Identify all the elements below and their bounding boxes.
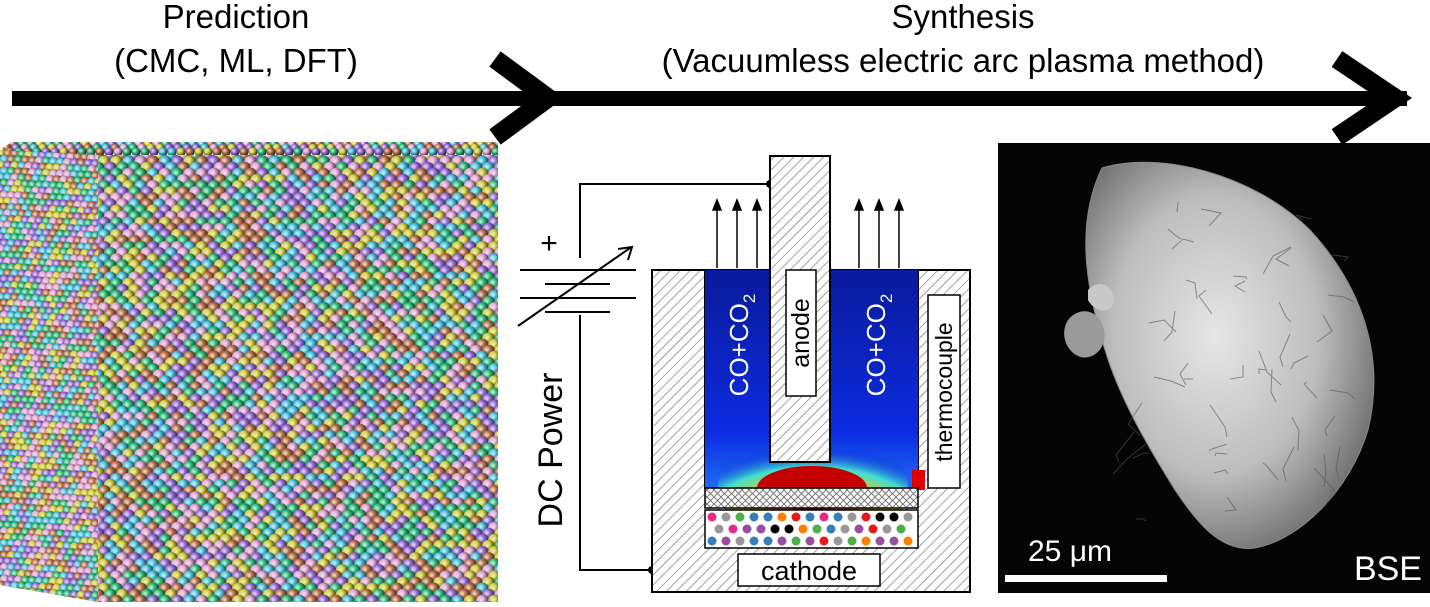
thermocouple-tip bbox=[912, 470, 925, 490]
dc-power-label: DC Power bbox=[532, 373, 570, 528]
powder-particle bbox=[862, 537, 871, 546]
powder-particle bbox=[806, 537, 815, 546]
gas-label-left: CO+CO2 bbox=[724, 294, 759, 397]
scale-bar-label: 25 μm bbox=[1028, 535, 1112, 568]
powder-particle bbox=[778, 537, 787, 546]
powder-particle bbox=[708, 537, 717, 546]
powder-particle bbox=[750, 513, 759, 522]
powder-particle bbox=[806, 513, 815, 522]
detector-label: BSE bbox=[1354, 550, 1422, 588]
svg-text:CO+CO2: CO+CO2 bbox=[861, 294, 896, 397]
atom bbox=[0, 586, 4, 597]
powder-particle bbox=[736, 513, 745, 522]
atom bbox=[0, 598, 4, 602]
atom bbox=[38, 595, 49, 602]
atomistic-supercell bbox=[0, 140, 507, 603]
atom bbox=[0, 593, 7, 602]
powder-particle bbox=[820, 513, 829, 522]
powder-particle bbox=[722, 537, 731, 546]
positive-terminal: + bbox=[540, 227, 558, 260]
powder-particle bbox=[890, 537, 899, 546]
atom bbox=[52, 595, 63, 602]
powder-particle bbox=[827, 525, 836, 534]
powder-particle bbox=[792, 537, 801, 546]
powder-particle bbox=[813, 525, 822, 534]
powder-particle bbox=[715, 525, 724, 534]
powder-particle bbox=[862, 513, 871, 522]
powder-particle bbox=[729, 525, 738, 534]
synthesis-title: Synthesis bbox=[891, 0, 1034, 35]
powder-particle bbox=[722, 513, 731, 522]
powder-particle bbox=[855, 525, 864, 534]
powder-particle bbox=[764, 513, 773, 522]
cathode-label: cathode bbox=[761, 556, 857, 586]
dc-power-source bbox=[518, 247, 636, 326]
gas-label-right: CO+CO2 bbox=[861, 294, 896, 397]
powder-particle bbox=[890, 513, 899, 522]
atom bbox=[45, 595, 56, 602]
powder-particle bbox=[743, 525, 752, 534]
powder-particle bbox=[764, 537, 773, 546]
atom bbox=[10, 593, 21, 602]
powder-particle bbox=[750, 537, 759, 546]
sem-micrograph: 25 μm BSE bbox=[998, 143, 1430, 593]
powder-particle bbox=[708, 513, 717, 522]
powder-particle bbox=[834, 513, 843, 522]
powder-particle bbox=[736, 537, 745, 546]
prediction-title: Prediction bbox=[163, 0, 310, 35]
atom bbox=[7, 587, 18, 598]
prediction-methods: (CMC, ML, DFT) bbox=[114, 42, 358, 79]
atom bbox=[14, 588, 25, 599]
atom bbox=[0, 587, 11, 598]
powder-particle bbox=[799, 525, 808, 534]
powder-particle bbox=[848, 513, 857, 522]
powder-particle bbox=[792, 513, 801, 522]
graphite-layer bbox=[705, 488, 918, 508]
powder-particle bbox=[876, 513, 885, 522]
atom bbox=[31, 594, 42, 602]
powder-particle bbox=[820, 537, 829, 546]
thermocouple-label: thermocouple bbox=[931, 322, 957, 461]
powder-particle bbox=[904, 513, 913, 522]
powder-particle bbox=[834, 537, 843, 546]
atom bbox=[3, 593, 14, 602]
powder-particle bbox=[785, 525, 794, 534]
arc-plasma-apparatus: + DC Power anode CO+CO2 CO+CO2 bbox=[518, 156, 970, 592]
powder-particle bbox=[883, 525, 892, 534]
powder-particle bbox=[904, 537, 913, 546]
powder-particle bbox=[841, 525, 850, 534]
powder-particle bbox=[876, 537, 885, 546]
atom bbox=[17, 594, 28, 602]
atom bbox=[24, 594, 35, 602]
powder-particle bbox=[757, 525, 766, 534]
svg-text:CO+CO2: CO+CO2 bbox=[724, 294, 759, 397]
powder-particle bbox=[897, 525, 906, 534]
scale-bar bbox=[1005, 575, 1167, 582]
anode-label: anode bbox=[787, 298, 815, 368]
powder-particle bbox=[848, 537, 857, 546]
synthesis-method: (Vacuumless electric arc plasma method) bbox=[662, 42, 1265, 79]
powder-particle bbox=[869, 525, 878, 534]
powder-particle bbox=[771, 525, 780, 534]
powder-particle bbox=[778, 513, 787, 522]
